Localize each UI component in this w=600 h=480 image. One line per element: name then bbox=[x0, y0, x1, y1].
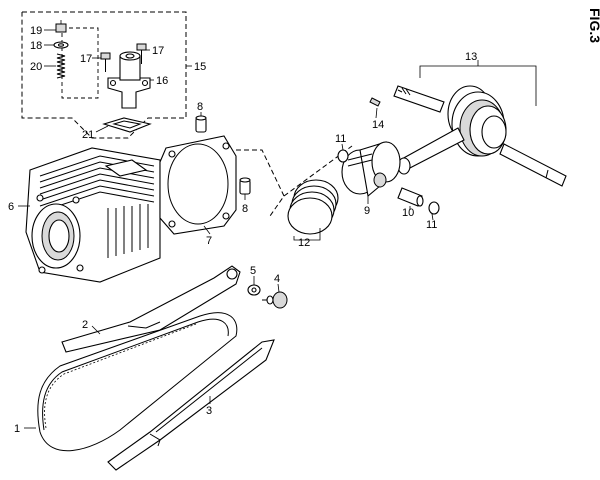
tensioner-bolt-17-right bbox=[136, 43, 147, 64]
piston-pin-clip-11-upper bbox=[337, 149, 349, 163]
label-part-10: 10 bbox=[402, 207, 414, 219]
label-part-7: 7 bbox=[206, 235, 212, 247]
dowel-pin-8-lower bbox=[239, 177, 251, 195]
piston-ring-set-12 bbox=[287, 179, 339, 235]
tensioner-washer-18 bbox=[53, 41, 69, 49]
washer-5 bbox=[247, 284, 261, 296]
label-part-17-left: 17 bbox=[80, 53, 92, 65]
label-part-8-lower: 8 bbox=[242, 203, 248, 215]
label-part-1: 1 bbox=[14, 423, 20, 435]
label-part-15: 15 bbox=[194, 61, 206, 73]
cam-chain-1 bbox=[37, 312, 238, 452]
label-part-21: 21 bbox=[82, 129, 94, 141]
label-part-17-right: 17 bbox=[152, 45, 164, 57]
part-number-labels: 19 18 20 17 17 16 15 21 8 8 6 7 13 14 11… bbox=[8, 25, 477, 435]
label-part-12: 12 bbox=[298, 237, 310, 249]
label-part-9: 9 bbox=[364, 205, 370, 217]
tensioner-spring-20 bbox=[56, 53, 66, 79]
leader-lines bbox=[18, 29, 434, 429]
label-part-11-lower: 11 bbox=[426, 219, 437, 231]
piston-pin-10 bbox=[397, 187, 424, 207]
label-part-8-upper: 8 bbox=[197, 101, 203, 113]
label-part-11-upper: 11 bbox=[335, 133, 346, 145]
tensioner-bolt-19 bbox=[55, 20, 67, 33]
piston-pin-clip-11-lower bbox=[428, 201, 440, 215]
assembly-guide-lines bbox=[236, 145, 353, 217]
cylinder-block-6 bbox=[25, 147, 161, 283]
label-part-6: 6 bbox=[8, 201, 14, 213]
cylinder-base-gasket-7 bbox=[159, 135, 237, 235]
dowel-pin-8-upper bbox=[195, 115, 207, 133]
tensioner-bolt-17-left bbox=[100, 52, 111, 72]
label-part-18: 18 bbox=[30, 40, 42, 52]
label-part-20: 20 bbox=[30, 61, 42, 73]
tensioner-gasket-21 bbox=[102, 117, 152, 133]
label-part-4: 4 bbox=[274, 273, 280, 285]
label-part-19: 19 bbox=[30, 25, 42, 37]
crankshaft-assembly-13 bbox=[393, 60, 567, 187]
figure-title: FIG.3 bbox=[587, 8, 600, 43]
woodruff-key-14 bbox=[369, 97, 381, 107]
label-part-13: 13 bbox=[465, 51, 477, 63]
label-part-3: 3 bbox=[206, 405, 212, 417]
label-part-14: 14 bbox=[372, 119, 384, 131]
label-part-5: 5 bbox=[250, 265, 256, 277]
piston-9 bbox=[341, 141, 401, 198]
chain-guide-3 bbox=[107, 339, 275, 471]
label-part-2: 2 bbox=[82, 319, 88, 331]
chain-tensioner-slipper-2 bbox=[61, 265, 241, 353]
label-part-16: 16 bbox=[156, 75, 168, 87]
cam-chain-tensioner-16 bbox=[107, 51, 151, 109]
pivot-bolt-4 bbox=[262, 291, 288, 309]
